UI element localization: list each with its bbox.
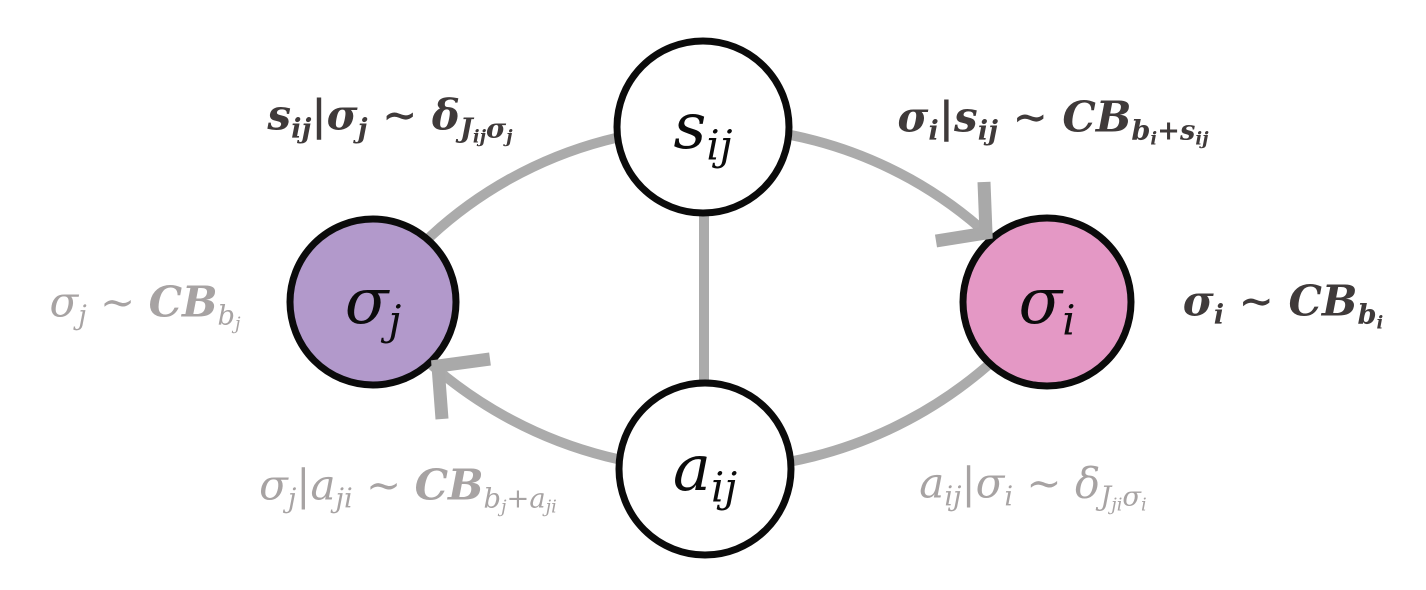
node-label-sigma-i: σi [1018, 265, 1076, 345]
edge-label-sigma-j-given-a-ji: σj|aji ∼ CBbj+aji [259, 460, 557, 518]
edge-label-s-given-sigma-j: sij|σj ∼ δJijσj [267, 90, 513, 148]
edge-label-sigma-i-prior: σi ∼ CBbi [1182, 276, 1384, 334]
node-sigma-i-circle [959, 214, 1135, 390]
node-sigma-j-circle [286, 215, 460, 389]
node-a-circle [615, 379, 795, 559]
node-s-circle [613, 37, 793, 217]
arrowhead-into-sigma-i-icon [934, 181, 993, 248]
node-label-sigma-j: σj [344, 265, 402, 345]
edge-label-sigma-j-prior: σj ∼ CBbj [49, 277, 241, 335]
arrowhead-into-sigma-j-icon [431, 352, 491, 420]
edge-label-sigma-i-given-s: σi|sij ∼ CBbi+sij [897, 92, 1209, 150]
edge-label-a-ij-given-sigma-i: aij|σi ∼ δJjiσi [919, 458, 1147, 516]
node-label-s: sij [673, 90, 733, 170]
node-label-a: aij [672, 432, 738, 512]
